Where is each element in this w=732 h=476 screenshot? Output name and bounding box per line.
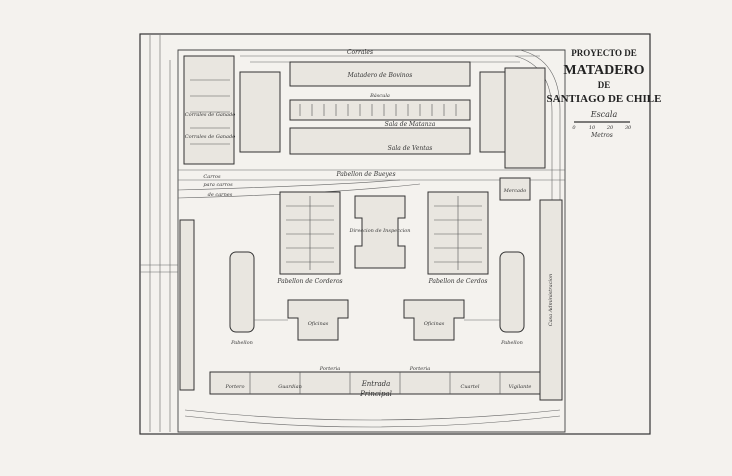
mercado-building [499, 177, 531, 201]
matadero-bovinos-building [289, 61, 471, 87]
label-casa-adm: Casa Administracion [548, 274, 554, 327]
label-corrales-ganado: Corrales de Ganado [185, 112, 235, 118]
label-carros: Carros [203, 174, 221, 180]
cerdos-pens [434, 196, 482, 270]
right-column-building [539, 199, 563, 401]
main-building-stalls [299, 104, 457, 116]
oficinas-right-building [403, 299, 465, 341]
label-vigilante: Vigilante [509, 384, 532, 390]
label-pabellon-cerdos: Pabellon de Cerdos [428, 278, 488, 285]
road-cross [140, 264, 178, 273]
label-cuartel: Cuartel [461, 384, 480, 390]
scale-label: Escala [590, 110, 618, 119]
label-sala-venta: Sala de Ventas [388, 145, 433, 152]
title-line3: DE [598, 80, 611, 90]
label-direccion: Direccion de Inspeccion [348, 228, 410, 234]
label-oficinas-right: Oficinas [424, 321, 445, 327]
label-bascula: Báscula [369, 92, 390, 99]
label-para-carros: para carros [203, 182, 233, 188]
label-portero: Portero [225, 384, 245, 390]
label-porteria-left: Porteria [319, 366, 341, 372]
annex-far-right [504, 67, 546, 169]
scale-tick-0: 0 [572, 125, 576, 131]
label-pabellon-right: Pabellon [500, 340, 523, 346]
rail-curve-right [519, 49, 561, 200]
label-matadero-bovinos: Matadero de Bovinos [347, 72, 413, 79]
sala-matanza-building [289, 99, 471, 121]
label-corrales-top: Corrales [347, 49, 373, 56]
scale-tick-1: 10 [589, 125, 596, 131]
direccion-building [354, 195, 406, 269]
frame-border [139, 33, 651, 435]
label-principal: Principal [359, 390, 392, 398]
label-entrada: Entrada [361, 380, 391, 388]
corrales-block-left [183, 55, 235, 165]
label-corrales-ganado-2: Corrales de Ganado [185, 134, 235, 140]
rail-top [240, 49, 540, 63]
label-mercado: Mercado [503, 188, 526, 194]
left-column-building [179, 219, 195, 391]
entrance-drive-outer [184, 415, 561, 428]
title-line2: MATADERO [563, 63, 644, 78]
corrales-hatch [190, 79, 230, 145]
label-pabellon-bueyes: Pabellon de Bueyes [335, 171, 395, 178]
corderos-pens [286, 196, 334, 270]
label-pabellon-corderos: Pabellon de Corderos [276, 278, 342, 285]
title-line1: PROYECTO DE [571, 48, 637, 58]
pabellon-right-building [499, 251, 525, 333]
scale-tick-3: 30 [625, 125, 632, 131]
entrance-drive [184, 409, 561, 421]
oficinas-left-building [287, 299, 349, 341]
label-oficinas-left: Oficinas [308, 321, 329, 327]
scale-unit: Metros [590, 132, 613, 139]
label-guardian: Guardian [278, 384, 302, 390]
annex-left-top [239, 71, 281, 153]
road-curve-1 [177, 179, 401, 191]
sala-venta-building [289, 127, 471, 155]
label-de-carnes: de carnes [208, 192, 233, 198]
road-left [149, 35, 171, 432]
label-porteria-right: Porteria [409, 366, 431, 372]
label-sala-matanza: Sala de Matanza [385, 121, 436, 128]
title-line4: SANTIAGO DE CHILE [547, 93, 662, 105]
pabellon-left-building [229, 251, 255, 333]
scale-tick-2: 20 [606, 125, 614, 131]
label-pabellon-left: Pabellon [230, 340, 253, 346]
bottom-row-divisions [249, 372, 501, 394]
bottom-row-buildings [209, 371, 541, 395]
